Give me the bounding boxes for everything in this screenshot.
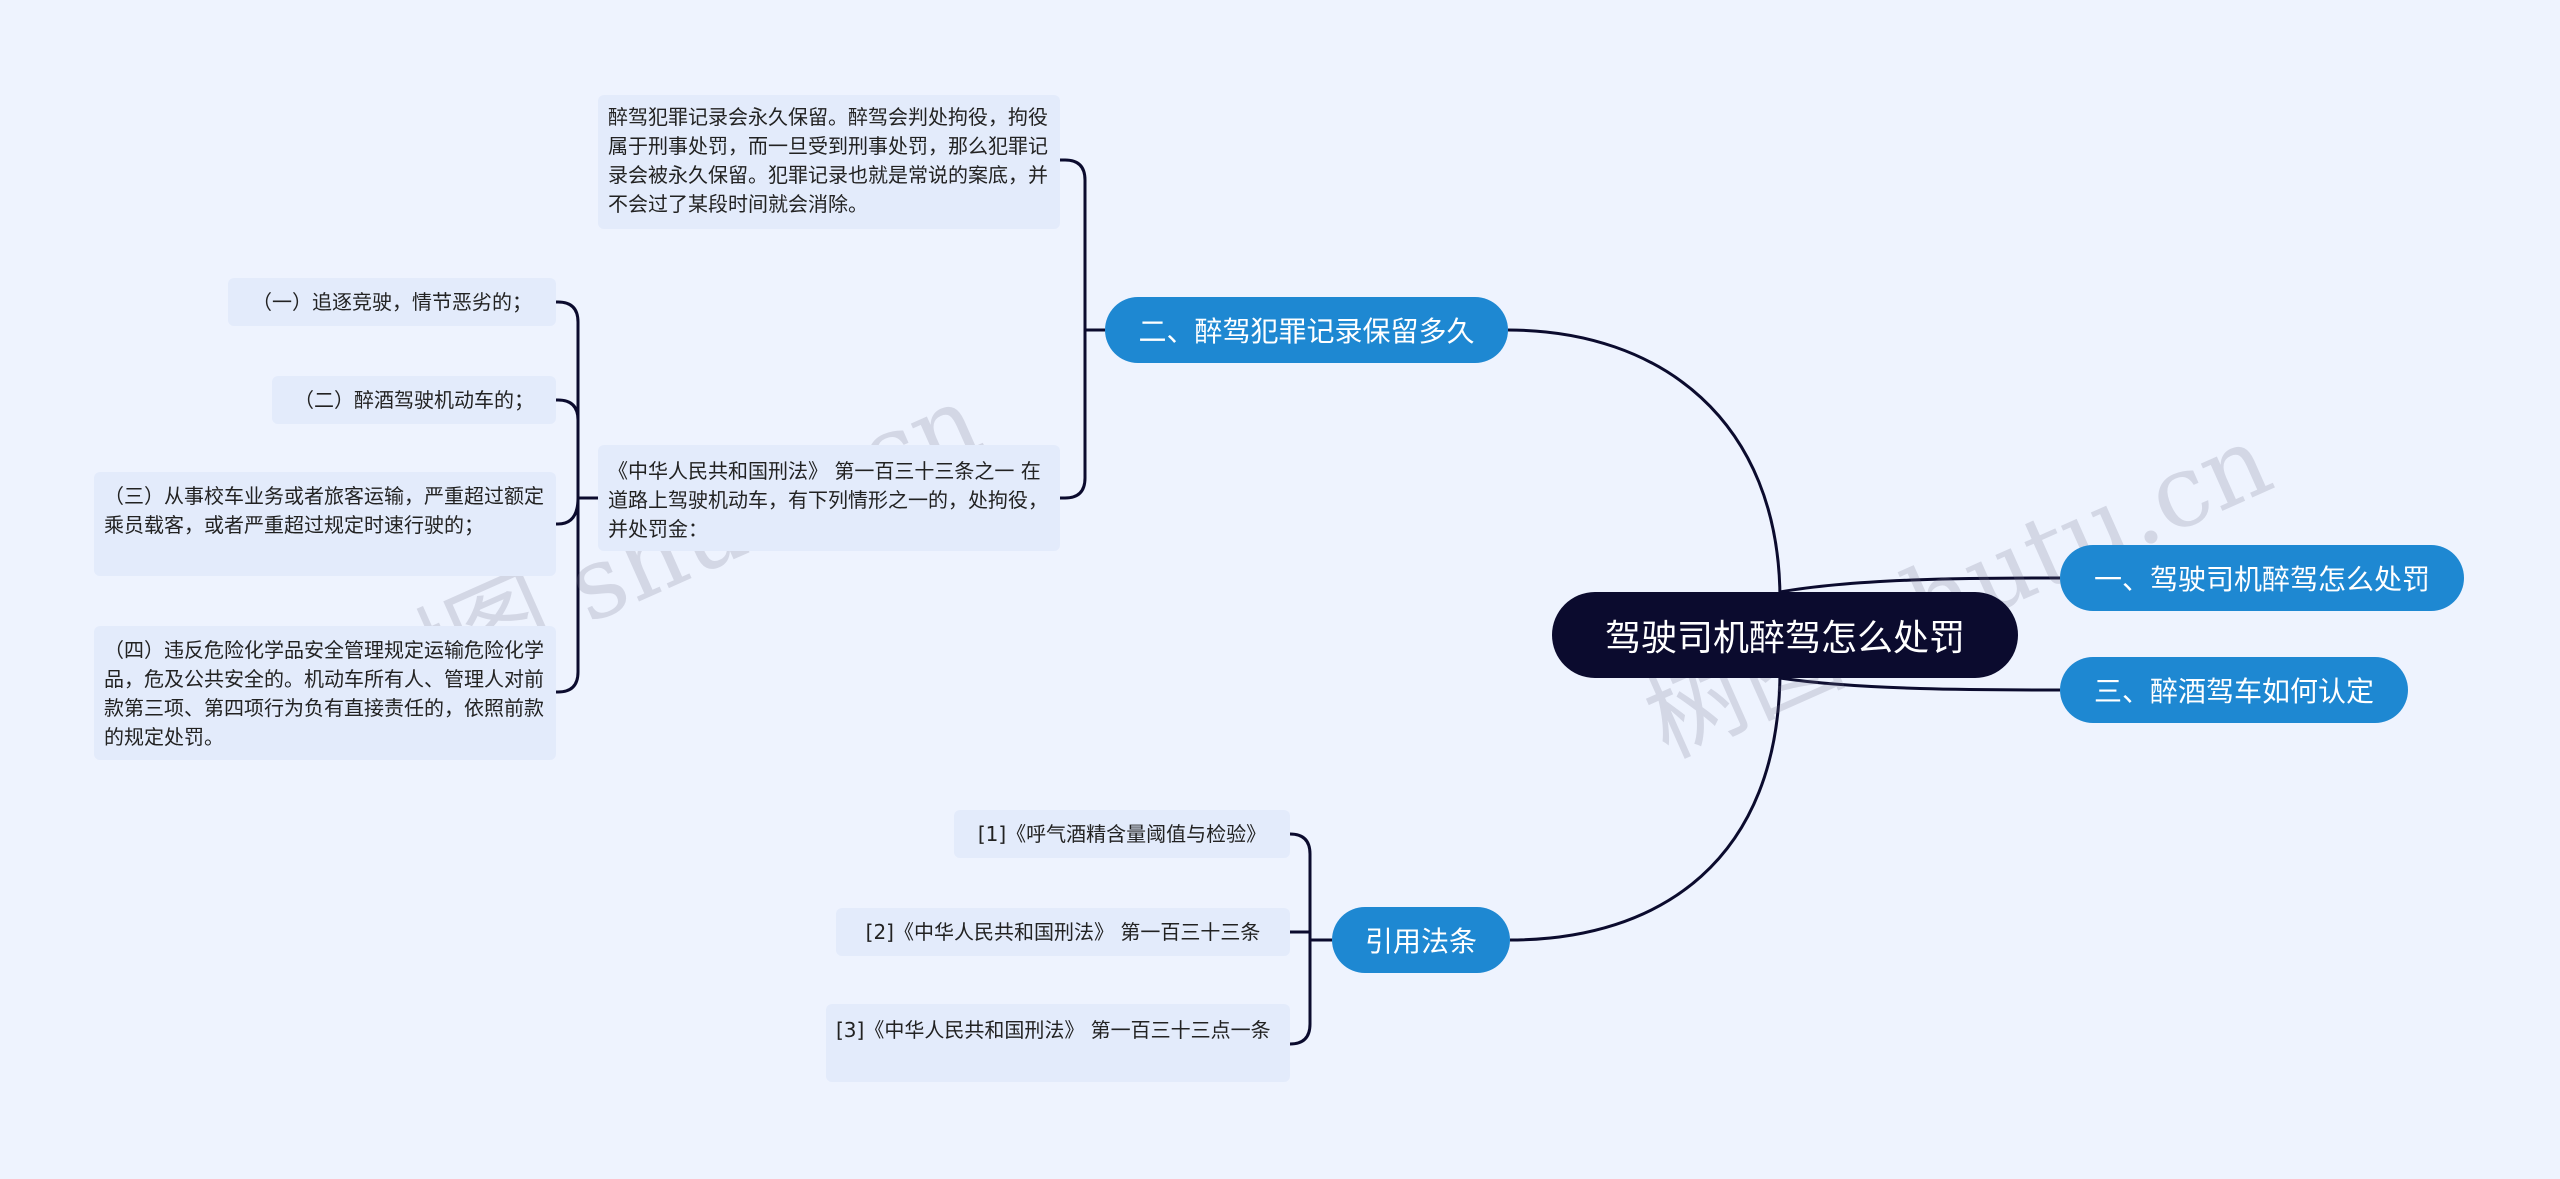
leaf-case-3[interactable]: （三）从事校车业务或者旅客运输，严重超过额定乘员载客，或者严重超过规定时速行驶的… — [94, 472, 556, 576]
root-label: 驾驶司机醉驾怎么处罚 — [1604, 618, 1965, 659]
branch-label-2: 二、醉驾犯罪记录保留多久 — [1138, 315, 1475, 348]
link-ref-3 — [1289, 940, 1312, 1046]
branch-label-1: 一、驾驶司机醉驾怎么处罚 — [2093, 563, 2430, 596]
link-root-b2 — [1507, 328, 1782, 601]
link-b2-article — [1060, 330, 1087, 500]
link-root-b3 — [1779, 676, 2061, 692]
leaf-reference-2[interactable]: [2]《中华人民共和国刑法》 第一百三十三条 — [836, 908, 1290, 956]
link-b2-record — [1060, 158, 1087, 330]
leaf-article-133-1[interactable]: 《中华人民共和国刑法》 第一百三十三条之一 在道路上驾驶机动车，有下列情形之一的… — [598, 445, 1060, 551]
link-case-3 — [556, 497, 580, 526]
branch-node-2[interactable]: 二、醉驾犯罪记录保留多久 — [1105, 297, 1508, 363]
link-case-1 — [556, 300, 580, 498]
link-root-b4 — [1509, 669, 1782, 942]
link-case-4 — [556, 498, 580, 694]
leaf-case-4[interactable]: （四）违反危险化学品安全管理规定运输危险化学品，危及公共安全的。机动车所有人、管… — [94, 626, 556, 760]
branch-node-1[interactable]: 一、驾驶司机醉驾怎么处罚 — [2060, 545, 2464, 611]
leaf-reference-1[interactable]: [1]《呼气酒精含量阈值与检验》 — [954, 810, 1290, 858]
leaf-reference-3[interactable]: [3]《中华人民共和国刑法》 第一百三十三点一条 — [826, 1004, 1290, 1082]
root-node[interactable]: 驾驶司机醉驾怎么处罚 — [1552, 592, 2018, 678]
branch-node-references[interactable]: 引用法条 — [1332, 907, 1510, 973]
branch-label-3: 三、醉酒驾车如何认定 — [2093, 675, 2374, 708]
link-ref-1 — [1289, 832, 1312, 940]
leaf-record-retention[interactable]: 醉驾犯罪记录会永久保留。醉驾会判处拘役，拘役属于刑事处罚，而一旦受到刑事处罚，那… — [598, 95, 1060, 229]
leaf-case-2[interactable]: （二）醉酒驾驶机动车的； — [272, 376, 556, 424]
branch-node-3[interactable]: 三、醉酒驾车如何认定 — [2060, 657, 2408, 723]
leaf-case-1[interactable]: （一）追逐竞驶，情节恶劣的； — [228, 278, 556, 326]
link-case-2 — [556, 398, 580, 421]
link-root-b1 — [1779, 576, 2061, 594]
branch-label-references: 引用法条 — [1364, 925, 1477, 958]
